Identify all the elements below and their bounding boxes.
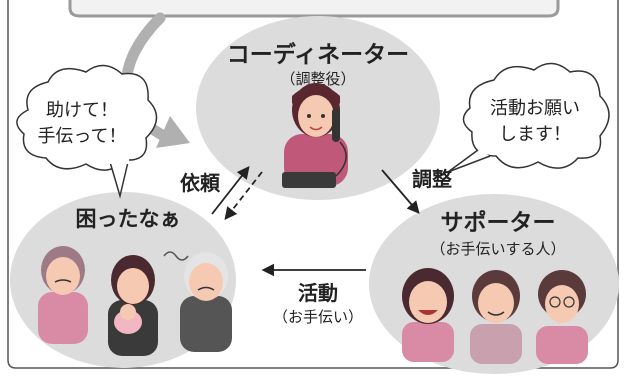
speech-bubble-right: 活動お願い します！ <box>447 62 610 173</box>
supporter-subtitle: （お手伝いする人） <box>430 240 565 258</box>
outer-frame <box>7 0 619 369</box>
requester-title: 困ったなぁ <box>76 207 181 231</box>
request-label: 依頼 <box>180 171 221 195</box>
speech-right-line2: します！ <box>499 124 571 145</box>
top-header-box <box>68 0 560 18</box>
activity-sublabel: （お手伝い） <box>273 308 363 326</box>
adjust-label: 調整 <box>412 167 452 191</box>
speech-bubble-left: 助けて！ 手伝って！ <box>16 64 158 199</box>
curved-arrow-head <box>156 116 190 148</box>
supporter-illustration <box>402 268 588 364</box>
coordinator-illustration <box>282 83 348 188</box>
speech-right-line1: 活動お願い <box>490 98 580 119</box>
adjust-arrow <box>381 169 420 214</box>
coordinator-subtitle: （調整役） <box>280 70 355 88</box>
coordinator-title: コーディネーター <box>227 41 409 68</box>
activity-label: 活動 <box>298 281 338 305</box>
speech-left-line2: 手伝って！ <box>37 126 126 147</box>
supporter-title: サポーター <box>441 209 556 236</box>
requester-illustration <box>38 246 232 356</box>
speech-left-line1: 助けて！ <box>46 100 118 121</box>
request-arrow <box>211 166 250 215</box>
